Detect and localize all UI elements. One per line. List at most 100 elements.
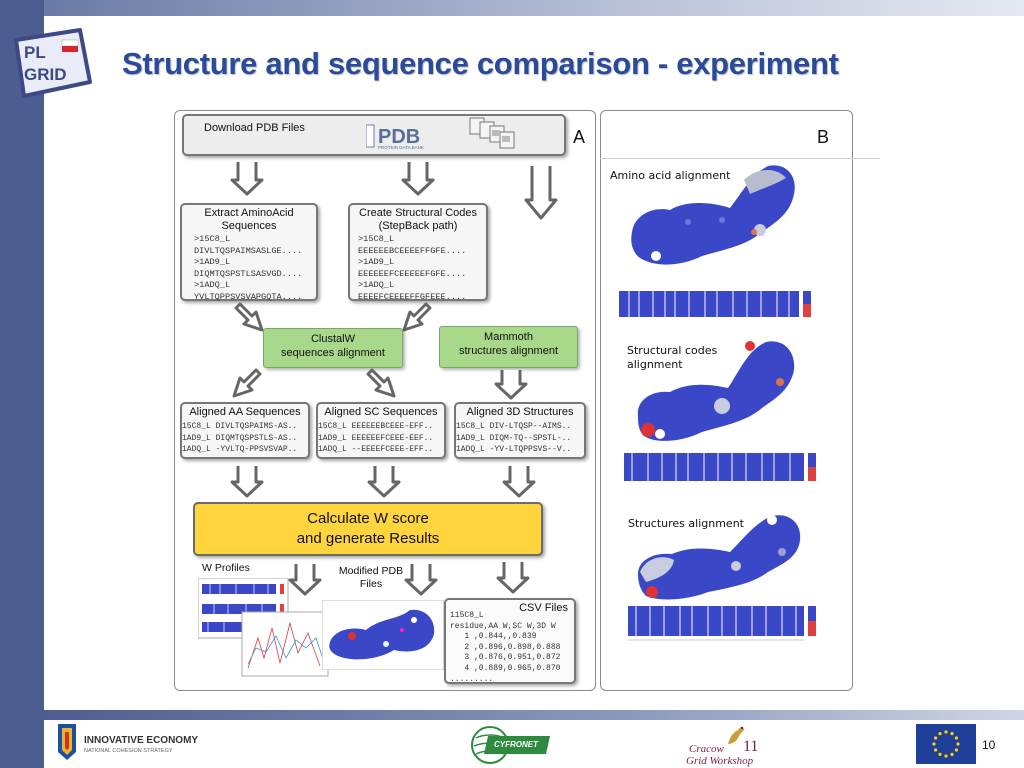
arrow-down-icon — [401, 162, 435, 196]
seq-line: >15C8_L — [194, 234, 231, 244]
code-line: >1ADQ_L — [358, 280, 395, 290]
cyfronet-text: CYFRONET — [494, 740, 538, 749]
calculate-line-2: and generate Results — [296, 530, 440, 547]
arrow-diagonal-icon — [402, 302, 432, 332]
aligned-sc-line: 1AD9_L EEEEEEFCEEE-EEF.. — [318, 433, 434, 443]
arrow-diagonal-icon — [234, 302, 264, 332]
innovative-economy-logo — [58, 724, 76, 760]
modified-pdb-label: Modified PDB Files — [336, 565, 406, 591]
modified-pdb-protein-image — [322, 600, 444, 670]
amino-acid-heatmap — [619, 291, 811, 317]
panel-b-letter: B — [817, 127, 830, 147]
seq-line: DIQMTQSPSTLSASVGD.... — [194, 268, 303, 279]
arrow-down-icon — [230, 162, 264, 196]
arrow-down-icon — [502, 466, 536, 498]
left-frame-bar — [0, 0, 44, 768]
w-profiles-thumbnail — [198, 578, 329, 677]
arrow-down-icon — [288, 564, 322, 596]
extract-aa-title-2: Sequences — [221, 220, 277, 232]
code-line: EEEEEEBCEEEEFFGFE.... — [358, 245, 467, 256]
pdb-logo: PDB PROTEIN DATA BANK — [366, 124, 424, 150]
top-frame-bar — [44, 0, 1024, 16]
structural-codes-title-2: (StepBack path) — [378, 220, 458, 232]
extract-aa-box: Extract AminoAcid Sequences >15C8_L DIVL… — [180, 203, 318, 302]
page-number: 10 — [982, 738, 996, 752]
arrow-diagonal-icon — [366, 368, 396, 398]
structural-codes-alignment-label: Structural codes alignment — [627, 344, 717, 372]
clustalw-line-1: ClustalW — [310, 333, 355, 345]
slide-title: Structure and sequence comparison - expe… — [122, 46, 839, 81]
csv-line: 115C8_L — [450, 611, 484, 620]
structural-codes-label-2: alignment — [627, 358, 683, 371]
arrow-down-icon — [404, 564, 438, 596]
arrow-diagonal-icon — [232, 368, 262, 398]
cyfronet-logo — [471, 726, 550, 764]
arrow-down-icon — [367, 466, 401, 498]
calculate-w-score-box: Calculate W score and generate Results — [193, 502, 543, 556]
download-pdb-title: Download PDB Files — [204, 122, 305, 134]
code-line: >1AD9_L — [358, 257, 395, 267]
aligned-aa-box: Aligned AA Sequences 15C8_L DIVLTQSPAIMS… — [180, 402, 310, 459]
pdb-logo-sub: PROTEIN DATA BANK — [378, 145, 424, 150]
cgw-workshop-text: Grid Workshop — [686, 755, 754, 767]
modified-pdb-line-1: Modified PDB — [338, 565, 404, 577]
seq-line: >1AD9_L — [194, 257, 231, 267]
modified-pdb-line-2: Files — [359, 578, 383, 590]
structural-codes-protein-image — [637, 341, 795, 441]
code-line: >15C8_L — [358, 234, 395, 244]
arrow-down-icon — [496, 562, 530, 594]
structural-codes-label-1: Structural codes — [627, 344, 718, 357]
csv-line: residue,AA W,SC W,3D W — [450, 621, 556, 631]
structural-codes-title-1: Create Structural Codes — [359, 207, 477, 219]
csv-line: 2 ,0.896,0.898,0.888 — [450, 642, 561, 652]
seq-line: DIVLTQSPAIMSASLGE.... — [194, 245, 303, 256]
aligned-sc-title: Aligned SC Sequences — [324, 406, 438, 418]
aligned-3d-title: Aligned 3D Structures — [466, 406, 574, 418]
arrow-down-icon — [230, 466, 264, 498]
w-profiles-label: W Profiles — [202, 562, 250, 574]
mammoth-line-2: structures alignment — [458, 345, 559, 357]
extract-aa-title-1: Extract AminoAcid — [204, 207, 294, 219]
clustalw-box: ClustalW sequences alignment — [263, 328, 403, 368]
seq-line: >1ADQ_L — [194, 280, 231, 290]
csv-files-title: CSV Files — [519, 602, 568, 614]
aligned-aa-line: 15C8_L DIVLTQSPAIMS-AS.. — [182, 422, 298, 431]
pdb-logo-text: PDB — [378, 126, 420, 148]
mammoth-box: Mammoth structures alignment — [439, 326, 578, 368]
cgw-cracow-text: Cracow — [689, 743, 724, 755]
cgw-number: 11 — [743, 738, 759, 755]
amino-acid-protein-image — [631, 165, 795, 265]
aligned-aa-title: Aligned AA Sequences — [189, 406, 301, 418]
csv-line: 3 ,0.876,0.951,0.872 — [450, 653, 561, 663]
csv-line: ......... — [450, 674, 494, 684]
aligned-sc-line: 15C8_L EEEEEEBCEEE-EFF.. — [318, 422, 434, 431]
aligned-3d-line: 1ADQ_L -YV-LTQPPSVS--V.. — [456, 445, 572, 454]
panel-b-divider — [600, 158, 880, 159]
structures-alignment-label: Structures alignment — [628, 517, 744, 530]
aligned-3d-line: 1AD9_L DIQM-TQ--SPSTL-.. — [456, 433, 572, 443]
aligned-sc-line: 1ADQ_L --EEEEFCEEE-EFF.. — [318, 445, 434, 454]
cgw-dragon-icon — [728, 726, 744, 744]
mammoth-line-1: Mammoth — [484, 331, 533, 343]
structures-protein-image — [638, 515, 801, 600]
structures-heatmap — [628, 606, 816, 641]
aligned-3d-line: 15C8_L DIV-LTQSP--AIMS.. — [456, 422, 572, 431]
aligned-aa-line: 1ADQ_L -YVLTQ-PPSVSVAP.. — [182, 445, 298, 454]
aligned-3d-box: Aligned 3D Structures 15C8_L DIV-LTQSP--… — [454, 402, 586, 459]
clustalw-line-2: sequences alignment — [281, 347, 385, 359]
code-line: EEEEFCEEEEFFGFEEE.... — [358, 291, 467, 302]
bottom-frame-bar — [44, 710, 1024, 720]
panel-a-letter: A — [573, 127, 586, 147]
arrow-down-icon — [494, 370, 528, 400]
seq-line: YVLTQPPSVSVAPGQTA.... — [194, 291, 303, 302]
aligned-aa-line: 1AD9_L DIQMTQSPSTLS-AS.. — [182, 433, 298, 443]
innovative-economy-text: INNOVATIVE ECONOMY — [84, 735, 199, 746]
csv-line: 4 ,0.889,0.965,0.870 — [450, 663, 561, 673]
csv-line: 1 ,0.844,,0.839 — [450, 632, 537, 642]
amino-acid-alignment-label: Amino acid alignment — [610, 169, 731, 182]
logo-text-pl: PL — [24, 43, 46, 62]
plgrid-logo: PL GRID — [14, 28, 92, 98]
innovative-economy-sub: NATIONAL COHESION STRATEGY — [84, 748, 173, 754]
code-line: EEEEEEFCEEEEEFGFE.... — [358, 268, 467, 279]
eu-flag-icon — [916, 724, 976, 764]
